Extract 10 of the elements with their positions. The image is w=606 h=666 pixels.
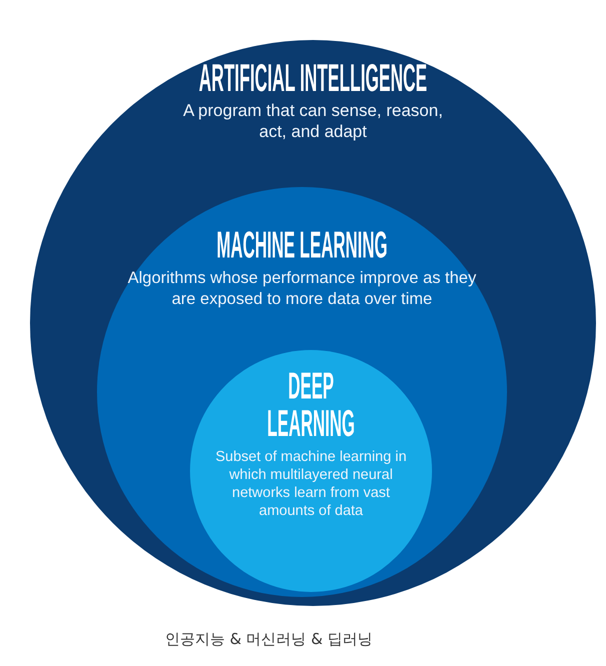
caption: 인공지능 & 머신러닝 & 딥러닝 (165, 630, 372, 649)
circle-heading: DEEP LEARNING (266, 368, 356, 444)
circle-description: Subset of machine learning in which multilayered neural networks learn from vast amounts of data (214, 448, 408, 520)
outer-circle (30, 40, 596, 606)
circle-description: Algorithms whose performance improve as they are exposed to more data over time (126, 268, 478, 310)
circle-heading: ARTIFICIAL INTELLIGENCE (198, 58, 428, 98)
inner-circle (190, 350, 432, 592)
middle-circle (97, 187, 507, 597)
circle-description: A program that can sense, reason, act, and adapt (182, 100, 444, 142)
circle-heading: MACHINE LEARNING (216, 227, 388, 265)
